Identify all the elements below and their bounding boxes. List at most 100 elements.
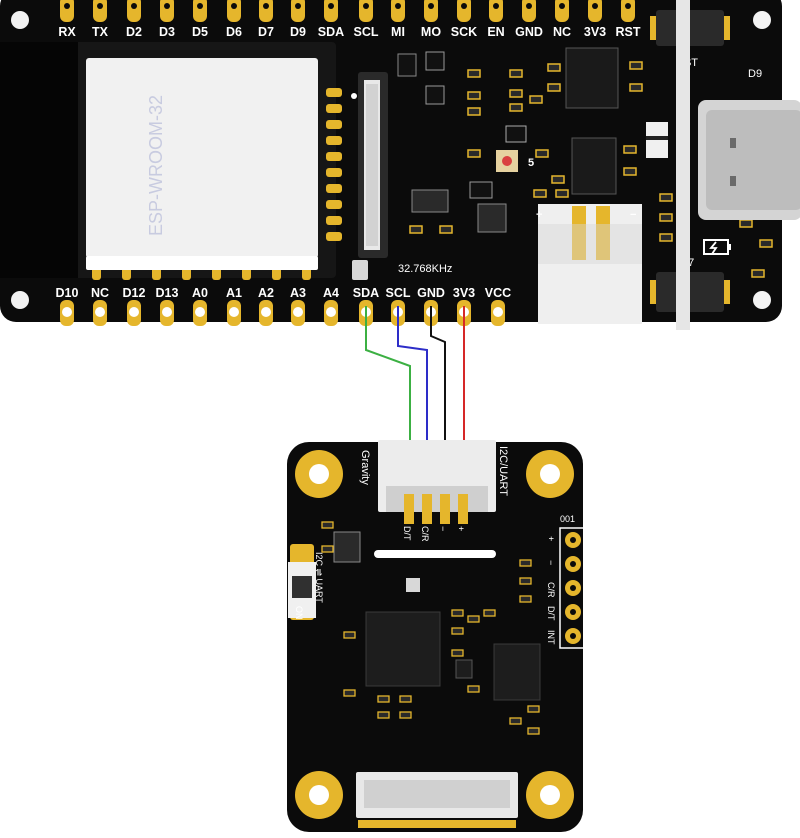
- wires: [365, 306, 465, 440]
- capacitor: [629, 61, 643, 70]
- secondary-ic: [493, 643, 541, 701]
- wire-gnd: [430, 306, 446, 440]
- pin-pad: [489, 0, 503, 22]
- capacitor: [399, 695, 412, 703]
- pin-label-top: MO: [421, 25, 441, 39]
- pin-hole: [395, 3, 401, 9]
- main-ic: [365, 611, 441, 687]
- pin-hole: [229, 307, 239, 317]
- capacitor: [467, 149, 481, 158]
- pin-label-bottom: A0: [192, 286, 208, 300]
- pin-pad: [457, 0, 471, 22]
- pin-hole: [95, 307, 105, 317]
- battery-connector: [538, 204, 642, 324]
- capacitor: [547, 83, 561, 92]
- connector-pin-label: C/R: [420, 526, 430, 542]
- pin-label-bottom: SCL: [386, 286, 411, 300]
- switch-on-label: ON: [294, 606, 304, 620]
- esp32-board: RX TX D2 D3 D5 D6 D7 D9 SDA SCL MI MO SC…: [0, 0, 800, 330]
- sensor-mounting-holes: [295, 450, 574, 819]
- wire-sda: [365, 306, 411, 440]
- battery-charge-icon: [703, 239, 731, 255]
- fpc-connector-sensor: [356, 772, 518, 828]
- capacitor: [751, 269, 765, 278]
- module-pad: [326, 136, 342, 145]
- side-pin-label: C/R: [546, 582, 556, 598]
- capacitor: [343, 631, 356, 639]
- side-pin-label: D/T: [546, 606, 556, 621]
- battery-minus-label: −: [630, 209, 636, 221]
- module-pad: [326, 216, 342, 225]
- pin-label-top: D9: [290, 25, 306, 39]
- fpc-connector-esp: [351, 72, 388, 280]
- pin-hole: [493, 307, 503, 317]
- capacitor: [467, 685, 480, 693]
- capacitor: [551, 175, 565, 184]
- pin-hole: [64, 3, 70, 9]
- pin-hole: [231, 3, 237, 9]
- pin-label-top: NC: [553, 25, 571, 39]
- capacitor: [623, 145, 637, 154]
- side-pin-label: INT: [546, 630, 556, 645]
- pin-label-bottom: D13: [156, 286, 179, 300]
- pin-label-bottom: D10: [56, 286, 79, 300]
- capacitor: [467, 91, 481, 100]
- capacitor: [343, 689, 356, 697]
- module-pad: [326, 120, 342, 129]
- pin-label-top: SCK: [451, 25, 477, 39]
- capacitor: [321, 521, 334, 529]
- pin-hole: [261, 307, 271, 317]
- capacitor: [535, 149, 549, 158]
- wire-scl: [397, 306, 428, 440]
- pin-hole: [97, 3, 103, 9]
- i2c-uart-label: I2C/UART: [497, 446, 509, 496]
- pin-hole: [195, 307, 205, 317]
- pin-label-top: RX: [58, 25, 76, 39]
- capacitor: [321, 545, 334, 553]
- crystal-label: 32.768KHz: [398, 263, 452, 275]
- side-header-code: 001: [560, 514, 575, 524]
- pin-hole: [295, 3, 301, 9]
- pin-hole: [131, 3, 137, 9]
- capacitor: [439, 225, 453, 234]
- pin-pad: [60, 0, 74, 22]
- capacitor: [467, 107, 481, 116]
- sensor-board: Gravity I2C/UART D/T C/R − + I2C ⇌ UART …: [287, 440, 587, 832]
- capacitor: [483, 609, 496, 617]
- capacitor: [377, 711, 390, 719]
- capacitor: [623, 167, 637, 176]
- side-pin-label: −: [546, 560, 556, 565]
- pin-label-top: D7: [258, 25, 274, 39]
- pin-pad: [621, 0, 635, 22]
- pin-hole: [363, 3, 369, 9]
- pin-label-top: GND: [515, 25, 543, 39]
- pin-label-bottom: VCC: [485, 286, 511, 300]
- pin-hole: [625, 3, 631, 9]
- pin-pad: [259, 0, 273, 22]
- pin-hole: [328, 3, 334, 9]
- pin-label-bottom: GND: [417, 286, 445, 300]
- capacitor: [451, 627, 464, 635]
- capacitor: [555, 189, 569, 198]
- module-pad: [326, 232, 342, 241]
- pin-pad: [555, 0, 569, 22]
- pin-hole: [461, 3, 467, 9]
- capacitor: [409, 225, 423, 234]
- capacitor: [527, 705, 540, 713]
- pin-pad: [324, 0, 338, 22]
- pin-label-bottom: A1: [226, 286, 242, 300]
- capacitor: [509, 103, 523, 112]
- usb-cable: [676, 0, 690, 330]
- pin-label-bottom: A2: [258, 286, 274, 300]
- pin-pad: [391, 0, 405, 22]
- silkscreen-bar: [374, 550, 496, 558]
- capacitor: [509, 89, 523, 98]
- side-pin-header: [559, 527, 587, 649]
- gravity-label: Gravity: [359, 450, 371, 485]
- pin-hole: [293, 307, 303, 317]
- capacitor: [533, 189, 547, 198]
- pin-label-top: D5: [192, 25, 208, 39]
- mode-switch[interactable]: [288, 544, 316, 620]
- connector-pin-label: −: [438, 526, 448, 531]
